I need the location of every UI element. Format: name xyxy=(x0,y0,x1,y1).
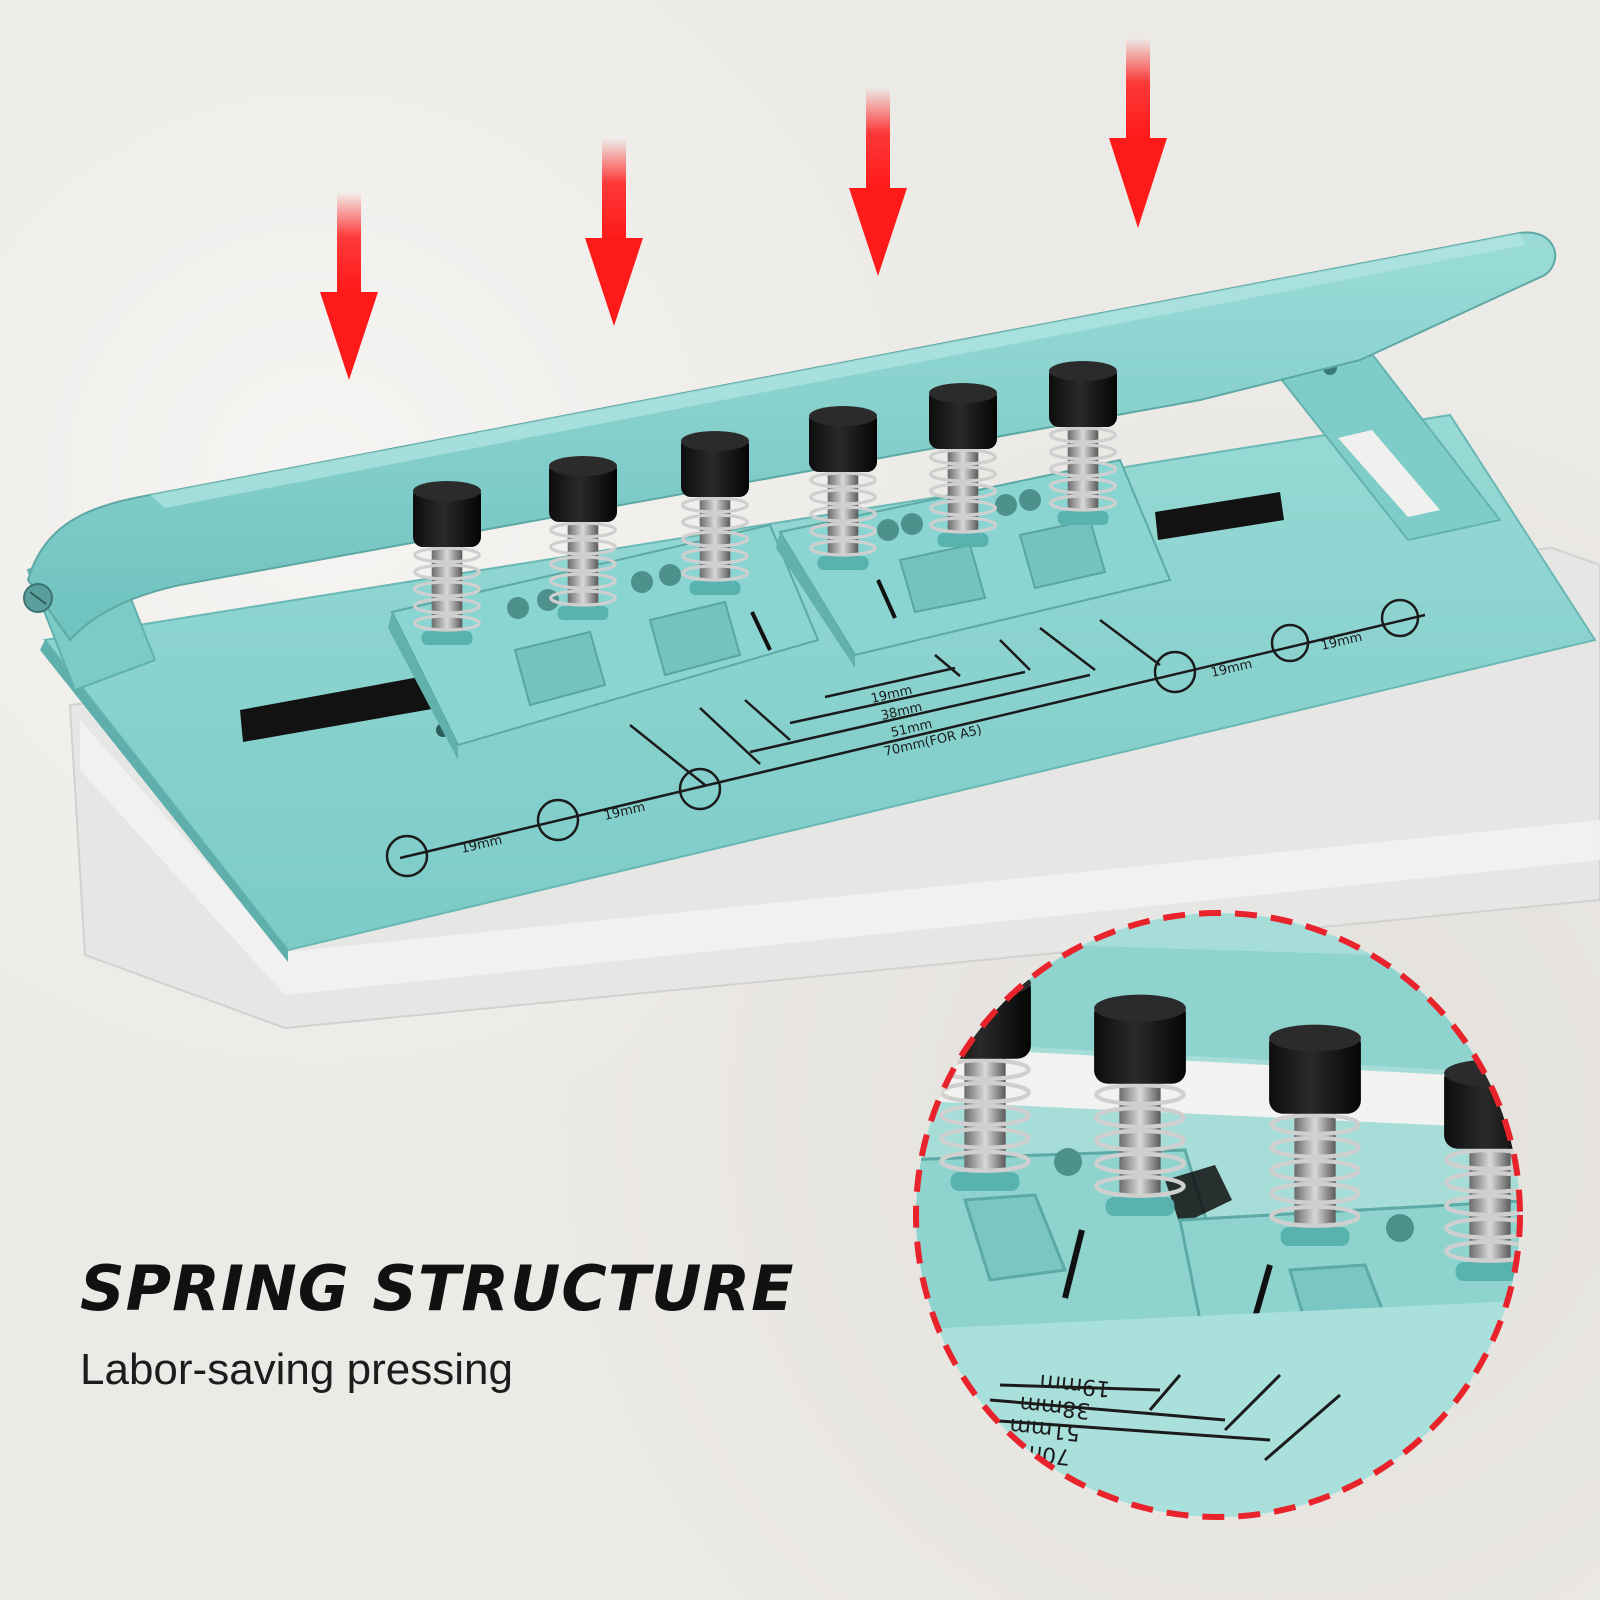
zoom-border xyxy=(913,910,1523,1520)
spring-punch xyxy=(1049,361,1117,525)
arrow-down-icon xyxy=(849,88,907,276)
arrow-down-icon xyxy=(585,138,643,326)
paper-guide-slot xyxy=(1155,492,1284,540)
spring-punch xyxy=(929,383,997,547)
subline: Labor-saving pressing xyxy=(80,1345,513,1394)
spring-punch xyxy=(549,456,617,620)
press-arrows xyxy=(320,38,1167,380)
spring-punch xyxy=(413,481,481,645)
arrow-down-icon xyxy=(320,192,378,380)
hole-punch: 19mm 19mm 19mm 19mm 19mm 38mm 51mm 70mm(… xyxy=(23,231,1600,1030)
headline: SPRING STRUCTURE xyxy=(80,1252,795,1325)
spring-assemblies xyxy=(413,361,1117,645)
paper-guide-slot xyxy=(240,668,472,742)
arrow-down-icon xyxy=(1109,38,1167,228)
spring-punch xyxy=(809,406,877,570)
spring-punch xyxy=(1269,1024,1361,1246)
ruler-markings xyxy=(385,598,1426,878)
spring-punch xyxy=(1094,994,1186,1216)
press-handle xyxy=(26,231,1557,642)
spring-punch xyxy=(681,431,749,595)
zoom-detail: 19mm 38mm 51mm 70mm xyxy=(913,910,1523,1520)
